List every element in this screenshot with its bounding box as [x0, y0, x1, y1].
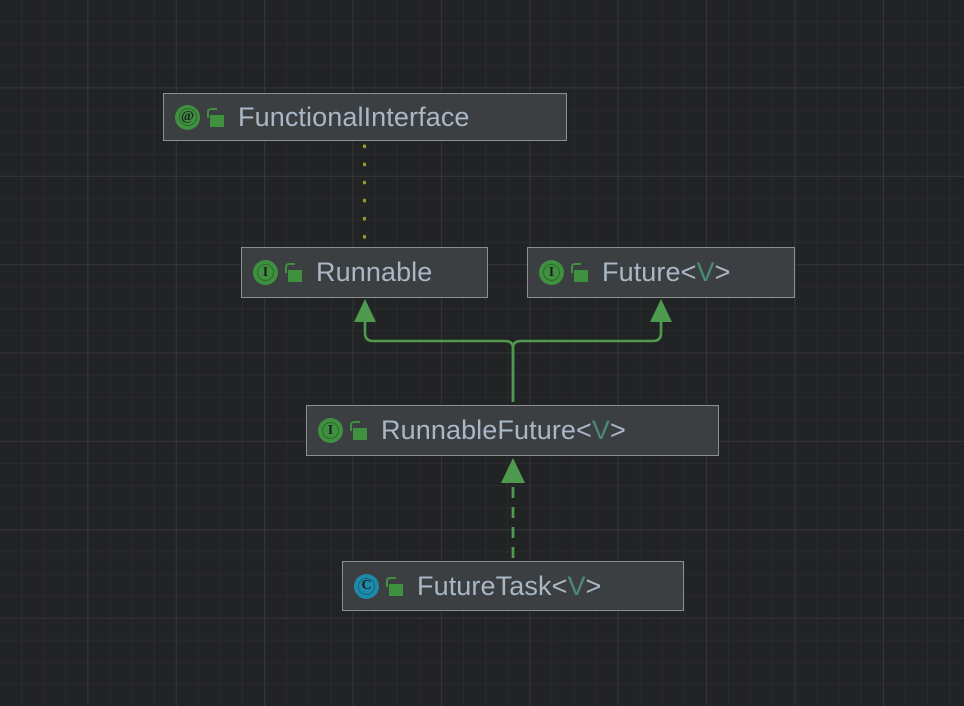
generic-open-angle: < — [680, 257, 697, 287]
node-future[interactable]: I Future<V> — [527, 247, 795, 298]
interface-i-icon: I — [539, 260, 564, 285]
extends-line-to-runnable — [363, 318, 515, 402]
node-name-future: Future — [602, 257, 681, 287]
interface-i-icon: I — [318, 418, 343, 443]
generic-param-future: V — [696, 257, 715, 287]
generic-param-runnablefuture: V — [591, 415, 611, 445]
node-label-runnablefuture: RunnableFuture<V> — [381, 417, 626, 444]
unlocked-padlock-icon — [571, 262, 589, 283]
extends-line-to-future — [511, 318, 663, 402]
interface-i-icon: I — [253, 260, 278, 285]
arrowhead-future — [650, 299, 672, 322]
generic-close-angle: > — [714, 257, 731, 287]
edge-extends-runnablefuture — [354, 299, 672, 402]
node-runnable[interactable]: I Runnable — [241, 247, 488, 298]
node-label-future: Future<V> — [602, 259, 731, 286]
class-c-icon: C — [354, 573, 379, 599]
generic-open-angle: < — [551, 570, 568, 601]
node-label-futuretask: FutureTask<V> — [417, 570, 602, 601]
unlocked-padlock-icon — [285, 262, 303, 283]
generic-close-angle: > — [610, 415, 626, 445]
node-label-runnable: Runnable — [316, 257, 433, 287]
arrowhead-runnable — [354, 299, 376, 322]
generic-open-angle: < — [576, 415, 592, 445]
edge-implements-futuretask-runnablefuture — [501, 458, 525, 558]
node-label-functionalinterface: FunctionalInterface — [238, 101, 470, 132]
node-name-runnablefuture: RunnableFuture — [381, 415, 577, 445]
unlocked-padlock-icon — [207, 107, 225, 128]
node-functionalinterface[interactable]: @ FunctionalInterface — [163, 93, 567, 141]
node-name-futuretask: FutureTask — [417, 570, 552, 601]
generic-param-futuretask: V — [567, 570, 586, 601]
unlocked-padlock-icon — [386, 576, 404, 597]
generic-close-angle: > — [585, 570, 602, 601]
arrowhead-runnablefuture — [501, 458, 525, 483]
node-futuretask[interactable]: C FutureTask<V> — [342, 561, 684, 611]
node-runnablefuture[interactable]: I RunnableFuture<V> — [306, 405, 719, 456]
unlocked-padlock-icon — [350, 420, 368, 441]
annotation-at-icon: @ — [175, 104, 200, 130]
